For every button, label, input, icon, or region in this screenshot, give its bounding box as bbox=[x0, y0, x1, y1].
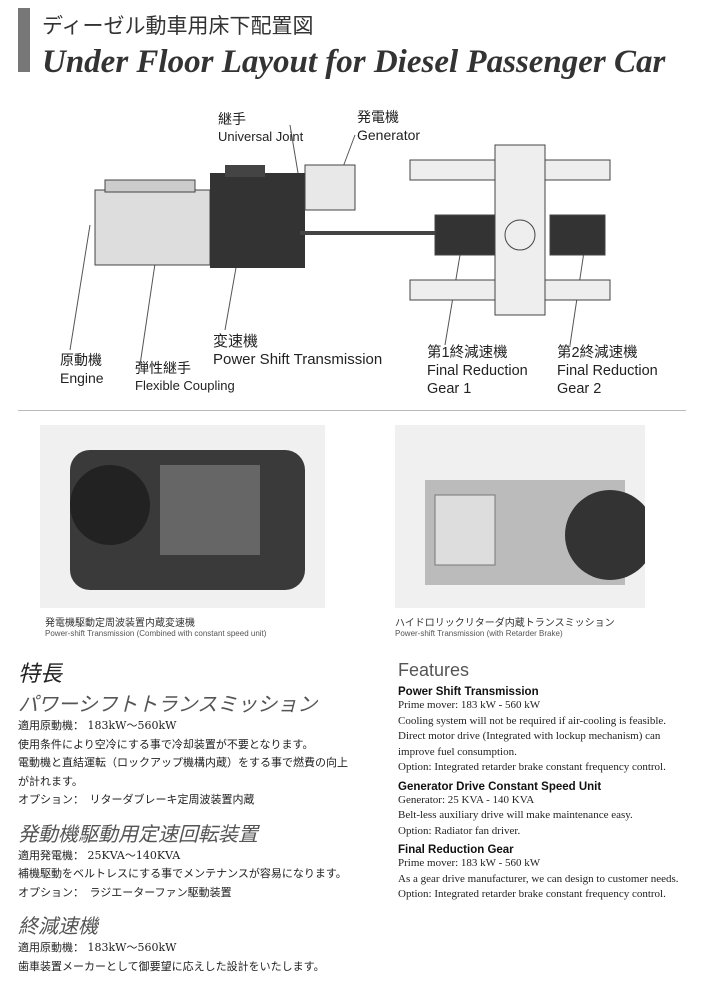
bogie-drawing bbox=[409, 144, 611, 316]
photo-transmission-retarder bbox=[395, 425, 655, 608]
feature-line: 適用原動機： 183kW～560kW bbox=[18, 719, 177, 732]
feature-section-title: Power Shift Transmission bbox=[398, 686, 539, 698]
feature-line: Direct motor drive (Integrated with lock… bbox=[398, 730, 661, 742]
feature-section-title: 発動機駆動用定速回転装置 bbox=[18, 823, 258, 846]
features-jp: 特長 パワーシフトトランスミッション適用原動機： 183kW～560kW 使用条件… bbox=[18, 656, 388, 976]
feature-section: 発動機駆動用定速回転装置適用発電機： 25KVA～140KVA 補機駆動をベルトレ… bbox=[18, 818, 388, 903]
title-accent-bar bbox=[18, 8, 30, 72]
features-en-heading: Features bbox=[398, 660, 470, 680]
feature-line: As a gear drive manufacturer, we can des… bbox=[398, 872, 679, 885]
engine-drawing bbox=[94, 179, 211, 266]
feature-line: オプション： ラジエーターファン駆動装置 bbox=[18, 885, 232, 899]
feature-line: improve fuel consumption. bbox=[398, 745, 517, 758]
page-title-en: Under Floor Layout for Diesel Passenger … bbox=[42, 44, 666, 80]
feature-line: オプション： リターダブレーキ定周波装置内蔵 bbox=[18, 793, 255, 806]
feature-line: が計れます。 bbox=[18, 774, 83, 788]
feature-line: Prime mover: 183 kW - 560 kW bbox=[398, 699, 541, 711]
page-title-jp: ディーゼル動車用床下配置図 bbox=[42, 15, 314, 38]
feature-line: 歯車装置メーカーとして御要望に応えした設計をいたします。 bbox=[18, 959, 325, 973]
feature-line: Cooling system will not be required if a… bbox=[398, 714, 667, 727]
underfloor-layout-diagram bbox=[69, 124, 611, 366]
feature-line: 適用発電機： 25KVA～140KVA bbox=[18, 848, 181, 862]
photo-transmission-constant-speed bbox=[40, 425, 325, 608]
divider bbox=[18, 410, 686, 411]
feature-line: Option: Radiator fan driver. bbox=[398, 824, 521, 837]
feature-section-title: Final Reduction Gear bbox=[398, 844, 514, 856]
transmission-drawing bbox=[210, 165, 305, 268]
feature-line: Prime mover: 183 kW - 560 kW bbox=[398, 857, 541, 869]
feature-line: 適用原動機： 183kW～560kW bbox=[18, 941, 177, 954]
feature-section-title: 終減速機 bbox=[18, 916, 98, 938]
feature-line: Belt-less auxiliary drive will make main… bbox=[398, 809, 633, 821]
feature-section-title: Generator Drive Constant Speed Unit bbox=[398, 780, 602, 793]
feature-line: 補機駆動をベルトレスにする事でメンテナンスが容易になります。 bbox=[18, 867, 347, 880]
generator-drawing bbox=[304, 164, 356, 211]
feature-line: Generator: 25 KVA - 140 KVA bbox=[398, 793, 535, 806]
feature-line: 使用条件により空冷にする事で冷却装置が不要となります。 bbox=[18, 737, 314, 751]
feature-line: Option: Integrated retarder brake consta… bbox=[398, 761, 666, 773]
feature-line: Option: Integrated retarder brake consta… bbox=[398, 888, 666, 900]
feature-section-title: パワーシフトトランスミッション bbox=[18, 694, 318, 716]
features-jp-heading: 特長 bbox=[18, 661, 63, 686]
feature-line: 電動機と直結運転（ロックアップ機構内蔵）をする事で燃費の向上 bbox=[18, 756, 348, 769]
feature-section: パワーシフトトランスミッション適用原動機： 183kW～560kW 使用条件により… bbox=[18, 688, 388, 810]
feature-section: 終減速機適用原動機： 183kW～560kW 歯車装置メーカーとして御要望に応えし… bbox=[18, 910, 388, 976]
